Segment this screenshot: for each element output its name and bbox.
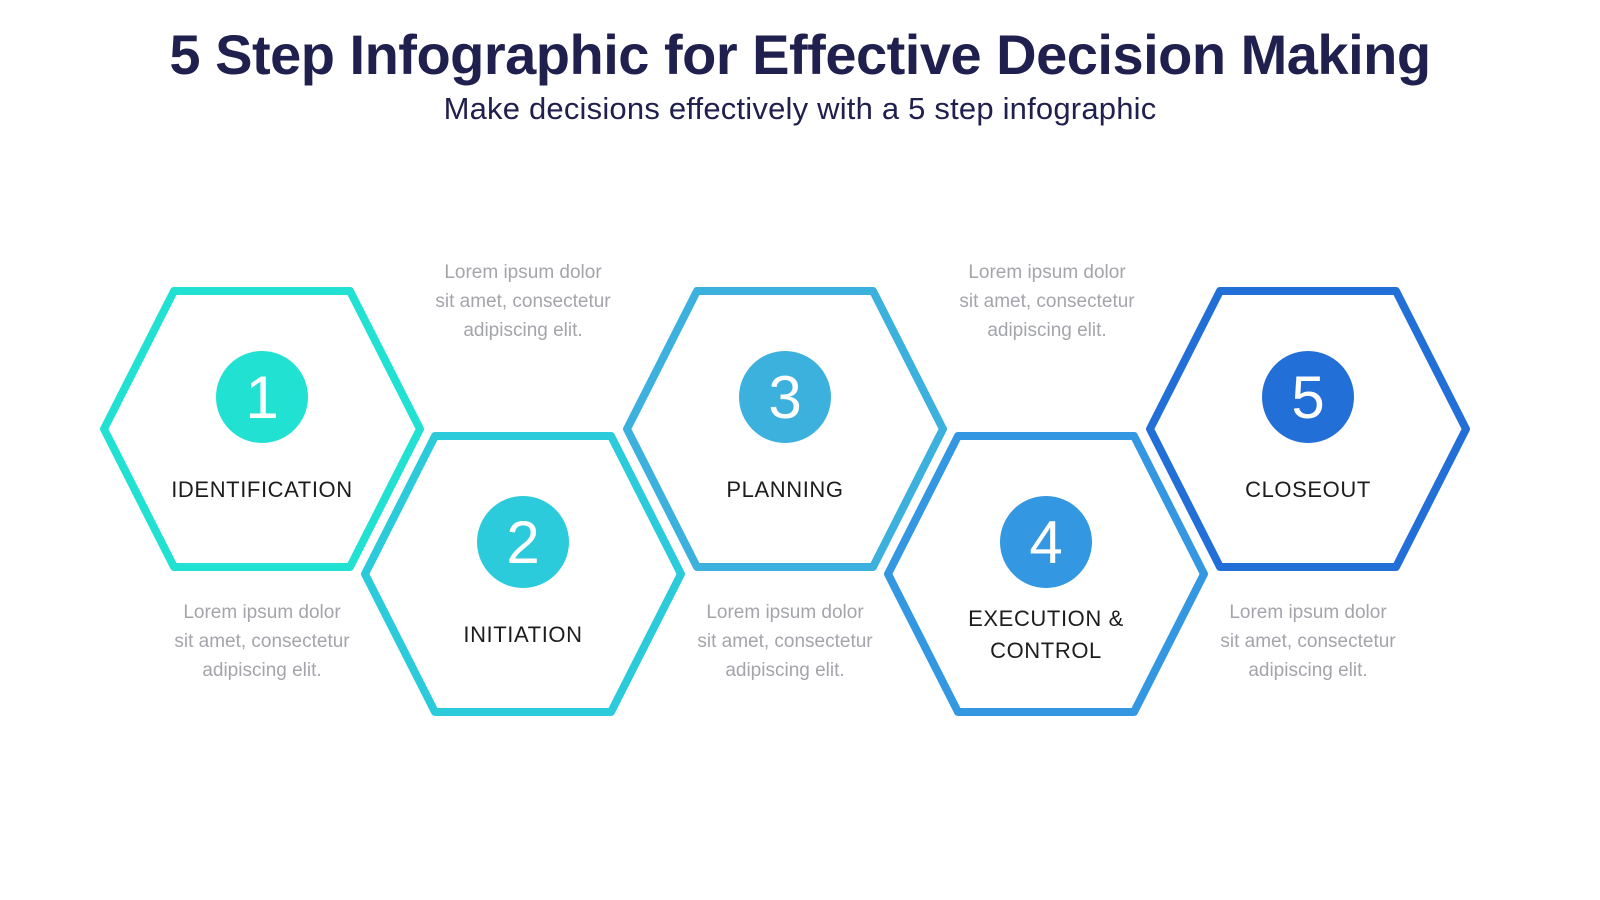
- step-number: 1: [245, 364, 278, 431]
- step-label-line: PLANNING: [726, 477, 844, 502]
- step-2-hexagon: 2: [361, 432, 685, 716]
- step-3-hexagon: 3: [623, 287, 947, 571]
- step-label-line: CLOSEOUT: [1245, 477, 1371, 502]
- step-2-description: Lorem ipsum dolor sit amet, consectetur …: [393, 258, 653, 345]
- page-title: 5 Step Infographic for Effective Decisio…: [169, 23, 1431, 86]
- step-3-label: PLANNING: [619, 458, 951, 522]
- description-line: sit amet, consectetur: [1220, 631, 1396, 652]
- step-5-description: Lorem ipsum dolor sit amet, consectetur …: [1178, 598, 1438, 685]
- description-line: adipiscing elit.: [725, 660, 845, 681]
- step-number-circle: [1000, 496, 1092, 588]
- description-line: sit amet, consectetur: [697, 631, 873, 652]
- step-1: 1 IDENTIFICATION: [96, 283, 428, 575]
- step-5-hexagon: 5: [1146, 287, 1470, 571]
- step-4-label: EXECUTION & CONTROL: [880, 603, 1212, 667]
- description-line: sit amet, consectetur: [435, 291, 611, 312]
- description-line: Lorem ipsum dolor: [444, 262, 602, 283]
- description-line: Lorem ipsum dolor: [183, 602, 341, 623]
- step-number-circle: [477, 496, 569, 588]
- step-label-line: EXECUTION &: [968, 606, 1124, 631]
- step-2: 2 INITIATION: [357, 428, 689, 720]
- step-label-line: CONTROL: [990, 638, 1102, 663]
- step-3: 3 PLANNING: [619, 283, 951, 575]
- step-1-hexagon: 1: [100, 287, 424, 571]
- step-4: 4 EXECUTION & CONTROL: [880, 428, 1212, 720]
- step-1-description: Lorem ipsum dolor sit amet, consectetur …: [132, 598, 392, 685]
- step-5: 5 CLOSEOUT: [1142, 283, 1474, 575]
- description-line: sit amet, consectetur: [959, 291, 1135, 312]
- step-number: 5: [1291, 364, 1324, 431]
- step-label-line: IDENTIFICATION: [171, 477, 353, 502]
- step-label-line: INITIATION: [463, 622, 583, 647]
- step-2-label: INITIATION: [357, 603, 689, 667]
- step-3-description: Lorem ipsum dolor sit amet, consectetur …: [655, 598, 915, 685]
- description-line: adipiscing elit.: [987, 320, 1107, 341]
- step-number-circle: [216, 351, 308, 443]
- step-4-hexagon: 4: [884, 432, 1208, 716]
- step-4-description: Lorem ipsum dolor sit amet, consectetur …: [917, 258, 1177, 345]
- step-number: 3: [768, 364, 801, 431]
- step-number-circle: [1262, 351, 1354, 443]
- description-line: adipiscing elit.: [1248, 660, 1368, 681]
- description-line: adipiscing elit.: [463, 320, 583, 341]
- description-line: Lorem ipsum dolor: [968, 262, 1126, 283]
- step-1-label: IDENTIFICATION: [96, 458, 428, 522]
- description-line: adipiscing elit.: [202, 660, 322, 681]
- step-number: 2: [506, 509, 539, 576]
- step-number-circle: [739, 351, 831, 443]
- description-line: sit amet, consectetur: [174, 631, 350, 652]
- description-line: Lorem ipsum dolor: [706, 602, 864, 623]
- description-line: Lorem ipsum dolor: [1229, 602, 1387, 623]
- step-5-label: CLOSEOUT: [1142, 458, 1474, 522]
- page-subtitle: Make decisions effectively with a 5 step…: [443, 91, 1157, 126]
- step-number: 4: [1029, 509, 1062, 576]
